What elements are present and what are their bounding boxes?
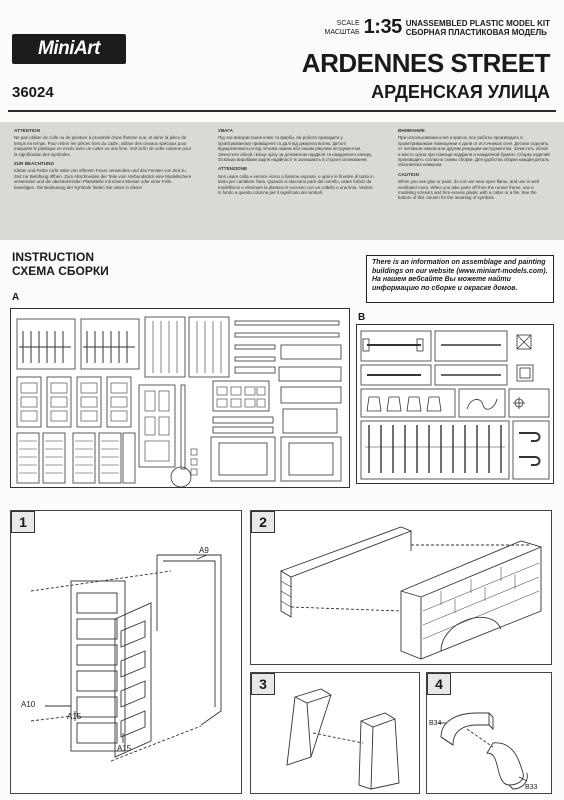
- sprue-part-window: [16, 376, 42, 428]
- sprue-part-window: [106, 376, 132, 428]
- sprue-part-door: [138, 384, 176, 468]
- warning-heading: УВАГА: [218, 128, 233, 133]
- step-1-panel: 1 A9 A10 A15 A15: [10, 510, 242, 794]
- step-3-drawing: [286, 688, 400, 790]
- step-4-drawing: B34 B33: [429, 712, 538, 791]
- info-text-en: There is an information on assemblage an…: [372, 259, 548, 275]
- step-number: 1: [11, 511, 35, 533]
- step-1-drawing: A9 A10 A15 A15: [21, 546, 222, 762]
- sprue-part-shutter: [42, 432, 66, 484]
- sprue-part-block: [516, 334, 532, 350]
- kit-label-en: UNASSEMBLED PLASTIC MODEL KIT: [405, 18, 550, 28]
- sprue-part-grille: [16, 318, 76, 370]
- sprue-part-frame: [210, 436, 276, 482]
- warning-column-3: ВНИМАНИЕ При использовании клея и красок…: [398, 128, 550, 234]
- instruction-title-en: INSTRUCTION: [12, 250, 94, 264]
- sprue-part-window: [76, 376, 102, 428]
- warning-heading: ВНИМАНИЕ: [398, 128, 425, 133]
- sprue-b-drawing: [360, 330, 550, 480]
- warning-text: При использовании клея и красок, все раб…: [398, 135, 550, 168]
- title-english: ARDENNES STREET: [301, 48, 551, 78]
- step-3-panel: 3: [250, 672, 420, 794]
- title-russian: АРДЕНСКАЯ УЛИЦА: [371, 82, 550, 102]
- sprue-part-shutter: [16, 432, 40, 484]
- step-4-panel: 4 B34 B33: [426, 672, 552, 794]
- warning-heading: CAUTION: [398, 171, 419, 177]
- sprue-part-shutter: [72, 432, 96, 484]
- part-label: A10: [21, 700, 36, 709]
- step-2-drawing: [279, 526, 542, 660]
- warning-text: Під час використання клею та фарби, які …: [218, 135, 373, 163]
- sprue-part-grille: [80, 318, 140, 370]
- step-number: 4: [427, 673, 451, 695]
- scale-label-ru: МАСШТАБ: [324, 28, 360, 36]
- warning-text: When you use glue or paint, do not use n…: [398, 179, 539, 201]
- sprue-a: [10, 308, 350, 488]
- kit-label-ru: СБОРНАЯ ПЛАСТИКОВАЯ МОДЕЛЬ: [405, 27, 547, 37]
- info-text-ru: На нашем вебсайте Вы можете найти информ…: [372, 276, 518, 292]
- warning-heading: ATTENTION: [14, 128, 40, 133]
- warning-text: Non usare colla e vernice vicino a fiamm…: [218, 173, 374, 196]
- part-label: B33: [525, 784, 538, 791]
- product-code: 36024: [12, 84, 54, 101]
- sprue-part-shutter: [98, 432, 122, 484]
- sprue-a-drawing: [16, 316, 342, 488]
- warning-column-1: ATTENTION Ne pas utiliser de colle ou de…: [14, 128, 192, 234]
- scale-labels: SCALE МАСШТАБ: [325, 19, 360, 37]
- instruction-title-ru: СХЕМА СБОРКИ: [12, 264, 109, 278]
- sprue-part-shutter: [188, 316, 230, 378]
- warning-heading: ATTENZIONE: [218, 166, 248, 172]
- sprue-part-window: [46, 376, 72, 428]
- scale-label-en: SCALE: [336, 19, 360, 27]
- scale-block: SCALE МАСШТАБ 1:35 UNASSEMBLED PLASTIC M…: [325, 16, 550, 39]
- warning-panel: [0, 122, 564, 240]
- scale-value: 1:35: [363, 16, 403, 38]
- sprue-part-window-frame: [212, 380, 270, 412]
- part-label: A9: [199, 546, 209, 555]
- instruction-title: INSTRUCTION СХЕМА СБОРКИ: [12, 250, 109, 278]
- sprue-part-frame: [280, 436, 342, 482]
- sprue-b-label: B: [358, 312, 366, 323]
- brand-name: MiniArt: [38, 38, 100, 59]
- warning-heading: ZUR BEACHTUNG: [14, 161, 55, 167]
- part-label: A15: [117, 744, 132, 753]
- sprue-part-shutter: [144, 316, 186, 378]
- step-2-panel: 2: [250, 510, 552, 665]
- warning-column-2: УВАГА Під час використання клею та фарби…: [218, 128, 374, 234]
- website-info-box: There is an information on assemblage an…: [366, 255, 554, 303]
- kit-labels: UNASSEMBLED PLASTIC MODEL KIT СБОРНАЯ ПЛ…: [406, 19, 550, 37]
- part-label: B34: [429, 720, 442, 727]
- header-divider: [8, 110, 556, 112]
- sprue-b: [356, 324, 554, 484]
- brand-logo: MiniArt: [12, 34, 126, 64]
- warning-text: Kleber und Farbe nicht nahe von offenem …: [14, 168, 192, 190]
- step-number: 3: [251, 673, 275, 695]
- part-label: A15: [67, 712, 82, 721]
- sprue-a-label: A: [12, 292, 20, 303]
- warning-text: Ne pas utiliser de colle ou de peinture …: [14, 135, 192, 157]
- step-number: 2: [251, 511, 275, 533]
